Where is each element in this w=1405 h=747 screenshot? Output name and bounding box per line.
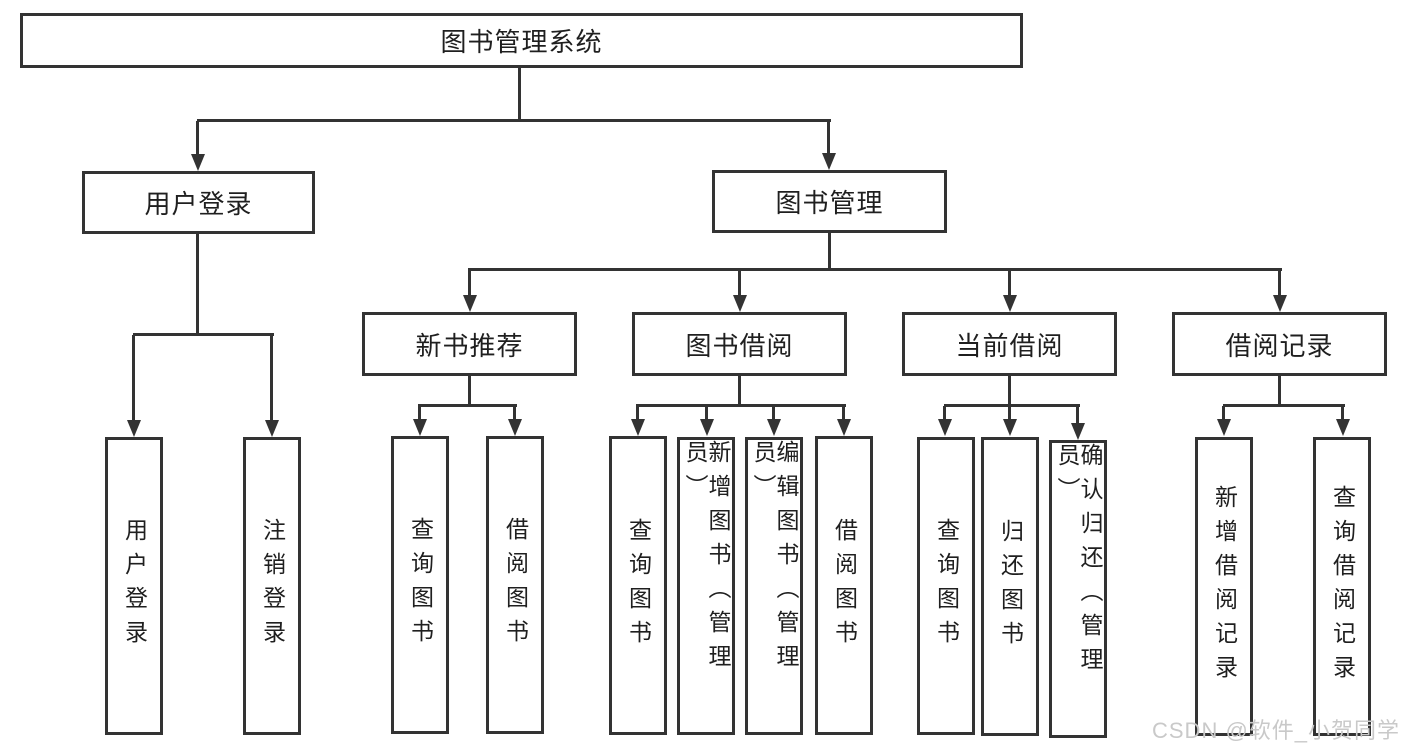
node-leaf-return-books: 归还图书: [981, 437, 1039, 736]
arrow-down-icon: [837, 419, 851, 436]
node-leaf-query-books-borrow: 查询图书: [609, 436, 667, 735]
arrow-down-icon: [1217, 419, 1231, 436]
connector-shaft: [1278, 270, 1281, 297]
connector-shaft: [1341, 406, 1344, 420]
node-label: 借阅图书: [831, 517, 858, 654]
node-label: 查询图书: [625, 517, 652, 654]
arrow-down-icon: [508, 419, 522, 436]
connector-current-rail: [944, 404, 1080, 407]
node-label: 查询图书: [407, 517, 434, 653]
arrow-down-icon: [413, 419, 427, 436]
node-label: 借阅图书: [502, 517, 529, 653]
connector-recommend-rail: [418, 404, 517, 407]
node-label: 归还图书: [997, 518, 1024, 655]
connector-shaft: [705, 406, 708, 420]
connector-root-stub: [518, 68, 521, 122]
node-leaf-add-books-admin: 新增图书（管理员）: [677, 437, 735, 735]
arrow-down-icon: [938, 419, 952, 436]
arrow-down-icon: [700, 419, 714, 436]
arrow-down-icon: [191, 154, 205, 171]
connector-shaft: [738, 270, 741, 297]
connector-records-stub: [1278, 376, 1281, 407]
node-label: 查询图书: [933, 518, 960, 654]
connector-shaft: [132, 335, 135, 422]
node-user-login: 用户登录: [82, 171, 315, 234]
connector-recommend-stub: [468, 376, 471, 407]
node-label: 新增图书（管理员）: [682, 440, 731, 678]
node-book-management-system: 图书管理系统: [20, 13, 1023, 68]
arrow-down-icon: [265, 420, 279, 437]
node-label: 新书推荐: [415, 330, 524, 361]
connector-mgmt-stub: [828, 233, 831, 271]
connector-mgmt-rail: [468, 268, 1282, 271]
connector-borrow-rail: [636, 404, 846, 407]
arrow-down-icon: [767, 419, 781, 436]
node-book-management: 图书管理: [712, 170, 947, 233]
connector-shaft: [842, 406, 845, 420]
node-label: 用户登录: [144, 189, 253, 219]
node-leaf-logout: 注销登录: [243, 437, 301, 735]
connector-user-stub: [196, 234, 199, 335]
node-label: 确认归还（管理员）: [1054, 443, 1103, 681]
node-leaf-query-books-current: 查询图书: [917, 437, 975, 735]
node-leaf-add-borrow-record: 新增借阅记录: [1195, 437, 1253, 736]
node-leaf-borrow-books-recommend: 借阅图书: [486, 436, 544, 734]
connector-current-stub: [1008, 376, 1011, 407]
node-borrowing-records: 借阅记录: [1172, 312, 1387, 376]
arrow-down-icon: [127, 420, 141, 437]
node-label: 借阅记录: [1225, 330, 1334, 361]
node-label: 图书管理系统: [440, 27, 603, 57]
connector-shaft: [1076, 406, 1079, 423]
node-book-borrowing: 图书借阅: [632, 312, 847, 376]
node-label: 用户登录: [121, 518, 148, 654]
arrow-down-icon: [1071, 423, 1085, 440]
connector-shaft: [196, 121, 199, 156]
node-label: 当前借阅: [955, 330, 1064, 361]
arrow-down-icon: [1336, 419, 1350, 436]
csdn-watermark: CSDN @软件_小贺同学: [1152, 718, 1401, 743]
connector-shaft: [468, 270, 471, 297]
connector-shaft: [418, 406, 421, 420]
arrow-down-icon: [463, 295, 477, 312]
node-leaf-user-login: 用户登录: [105, 437, 163, 735]
connector-shaft: [513, 406, 516, 420]
node-label: 查询借阅记录: [1329, 484, 1356, 689]
arrow-down-icon: [1003, 419, 1017, 436]
arrow-down-icon: [822, 153, 836, 170]
connector-shaft: [943, 406, 946, 420]
node-current-borrowing: 当前借阅: [902, 312, 1117, 376]
node-label: 新增借阅记录: [1211, 484, 1238, 689]
node-label: 图书借阅: [685, 330, 794, 361]
connector-shaft: [827, 121, 830, 155]
node-leaf-query-borrow-record: 查询借阅记录: [1313, 437, 1371, 736]
connector-root-rail: [197, 119, 831, 122]
node-new-book-recommend: 新书推荐: [362, 312, 577, 376]
node-label: 图书管理: [775, 188, 884, 218]
node-label: 注销登录: [259, 518, 286, 654]
connector-shaft: [270, 335, 273, 422]
node-leaf-borrow-books: 借阅图书: [815, 436, 873, 735]
arrow-down-icon: [631, 419, 645, 436]
connector-shaft: [1222, 406, 1225, 420]
connector-shaft: [1008, 270, 1011, 297]
arrow-down-icon: [733, 295, 747, 312]
node-leaf-confirm-return-admin: 确认归还（管理员）: [1049, 440, 1107, 738]
node-label: 编辑图书（管理员）: [750, 440, 799, 678]
arrow-down-icon: [1273, 295, 1287, 312]
node-leaf-edit-books-admin: 编辑图书（管理员）: [745, 437, 803, 735]
connector-shaft: [1008, 406, 1011, 420]
connector-borrow-stub: [738, 376, 741, 407]
connector-user-rail: [133, 333, 274, 336]
arrow-down-icon: [1003, 295, 1017, 312]
connector-records-rail: [1223, 404, 1345, 407]
node-leaf-query-books-recommend: 查询图书: [391, 436, 449, 734]
connector-shaft: [772, 406, 775, 420]
connector-shaft: [636, 406, 639, 420]
